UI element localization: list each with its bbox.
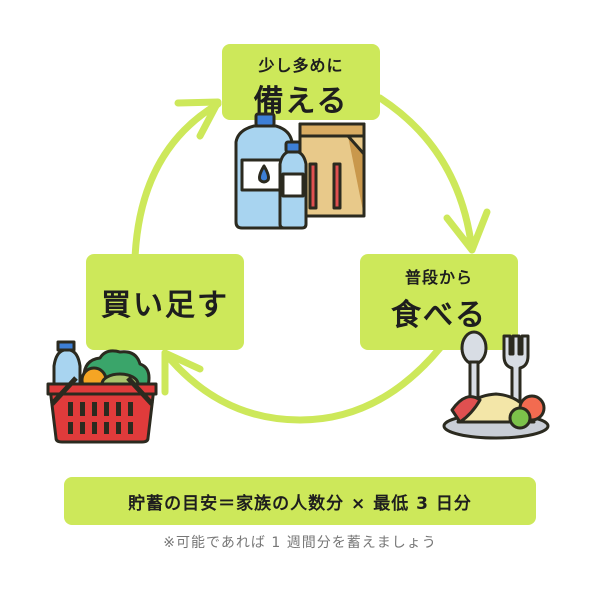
footnote: ※可能であれば 1 週間分を蓄えましょう <box>163 535 437 551</box>
step-eat-subtitle: 普段から <box>404 268 473 287</box>
storage-guideline-banner: 貯蓄の目安＝家族の人数分 × 最低 3 日分 <box>64 477 536 525</box>
arrow-eat-to-buy <box>161 344 444 424</box>
step-prepare-subtitle: 少し多めに <box>258 56 344 75</box>
arrow-prepare-to-eat <box>376 94 476 254</box>
arrow-buy-to-prepare <box>131 100 222 262</box>
storage-guideline-text: 貯蓄の目安＝家族の人数分 × 最低 3 日分 <box>128 493 472 514</box>
meal-plate-with-spoon-fork-icon <box>442 330 550 440</box>
shopping-basket-icon <box>46 340 158 444</box>
step-buy-title: 買い足す <box>101 288 229 323</box>
step-buy-box: 買い足す <box>86 254 244 350</box>
step-eat-title: 食べる <box>391 298 487 333</box>
step-eat-box: 普段から 食べる <box>360 254 518 350</box>
step-prepare-box: 少し多めに 備える <box>222 44 380 120</box>
water-bottles-and-food-bag-icon <box>234 112 366 230</box>
